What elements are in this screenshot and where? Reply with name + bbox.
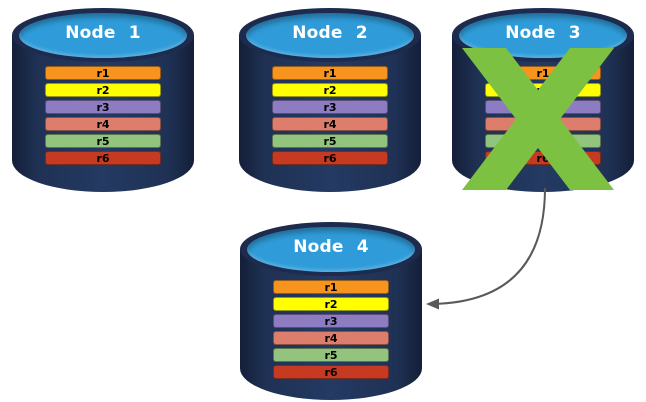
replica-label: r2 bbox=[324, 297, 338, 311]
cylinder-top-face bbox=[247, 227, 415, 272]
replica-bar-r2: r2 bbox=[272, 83, 388, 97]
replica-bar-r1: r1 bbox=[45, 66, 161, 80]
replica-bar-r6: r6 bbox=[273, 365, 389, 379]
replica-label: r5 bbox=[96, 134, 110, 148]
replica-bar-r3: r3 bbox=[45, 100, 161, 114]
replica-bar-r2: r2 bbox=[45, 83, 161, 97]
replica-label: r1 bbox=[324, 280, 338, 294]
failure-x-icon bbox=[462, 48, 614, 190]
node-title: Node 1 bbox=[65, 23, 141, 43]
replica-label: r4 bbox=[324, 331, 338, 345]
replica-bar-r4: r4 bbox=[272, 117, 388, 131]
replica-label: r5 bbox=[324, 348, 338, 362]
replica-label: r3 bbox=[324, 314, 338, 328]
replica-label: r1 bbox=[96, 66, 110, 80]
replica-bar-r5: r5 bbox=[273, 348, 389, 362]
replica-label: r2 bbox=[323, 83, 337, 97]
replica-label: r6 bbox=[324, 365, 338, 379]
replica-bar-r5: r5 bbox=[272, 134, 388, 148]
replica-bar-r1: r1 bbox=[272, 66, 388, 80]
node-cylinder-2: Node 2 r1 r2 r3 r4 r5 r6 bbox=[239, 8, 421, 192]
replica-bar-r3: r3 bbox=[273, 314, 389, 328]
arrow-curve bbox=[426, 187, 546, 310]
replica-bar-r6: r6 bbox=[45, 151, 161, 165]
replica-label: r1 bbox=[536, 66, 550, 80]
replica-stack: r1 r2 r3 r4 r5 r6 bbox=[272, 66, 388, 165]
replica-label: r4 bbox=[96, 117, 110, 131]
node-cylinder-4: Node 4 r1 r2 r3 r4 r5 r6 bbox=[240, 222, 422, 400]
replica-bar-r5: r5 bbox=[45, 134, 161, 148]
replica-bar-r2: r2 bbox=[273, 297, 389, 311]
replica-bar-r6: r6 bbox=[272, 151, 388, 165]
node-title: Node 2 bbox=[292, 23, 368, 43]
replica-stack: r1 r2 r3 r4 r5 r6 bbox=[273, 280, 389, 379]
replica-bar-r1: r1 bbox=[273, 280, 389, 294]
replica-label: r6 bbox=[323, 151, 337, 165]
replica-label: r6 bbox=[96, 151, 110, 165]
node-cylinder-1: Node 1 r1 r2 r3 r4 r5 r6 bbox=[12, 8, 194, 192]
replica-label: r2 bbox=[96, 83, 110, 97]
node-title: Node 3 bbox=[505, 23, 581, 43]
replica-bar-r4: r4 bbox=[45, 117, 161, 131]
failover-arrow bbox=[426, 187, 546, 310]
replica-label: r4 bbox=[323, 117, 337, 131]
cylinder-top-face bbox=[246, 13, 414, 58]
replica-bar-r3: r3 bbox=[272, 100, 388, 114]
replica-label: r3 bbox=[323, 100, 337, 114]
replica-label: r5 bbox=[323, 134, 337, 148]
replica-bar-r4: r4 bbox=[273, 331, 389, 345]
replica-label: r6 bbox=[536, 151, 550, 165]
replica-label: r3 bbox=[96, 100, 110, 114]
replica-label: r1 bbox=[323, 66, 337, 80]
replica-stack: r1 r2 r3 r4 r5 r6 bbox=[45, 66, 161, 165]
cylinder-top-face bbox=[19, 13, 187, 58]
node-title: Node 4 bbox=[293, 237, 369, 257]
